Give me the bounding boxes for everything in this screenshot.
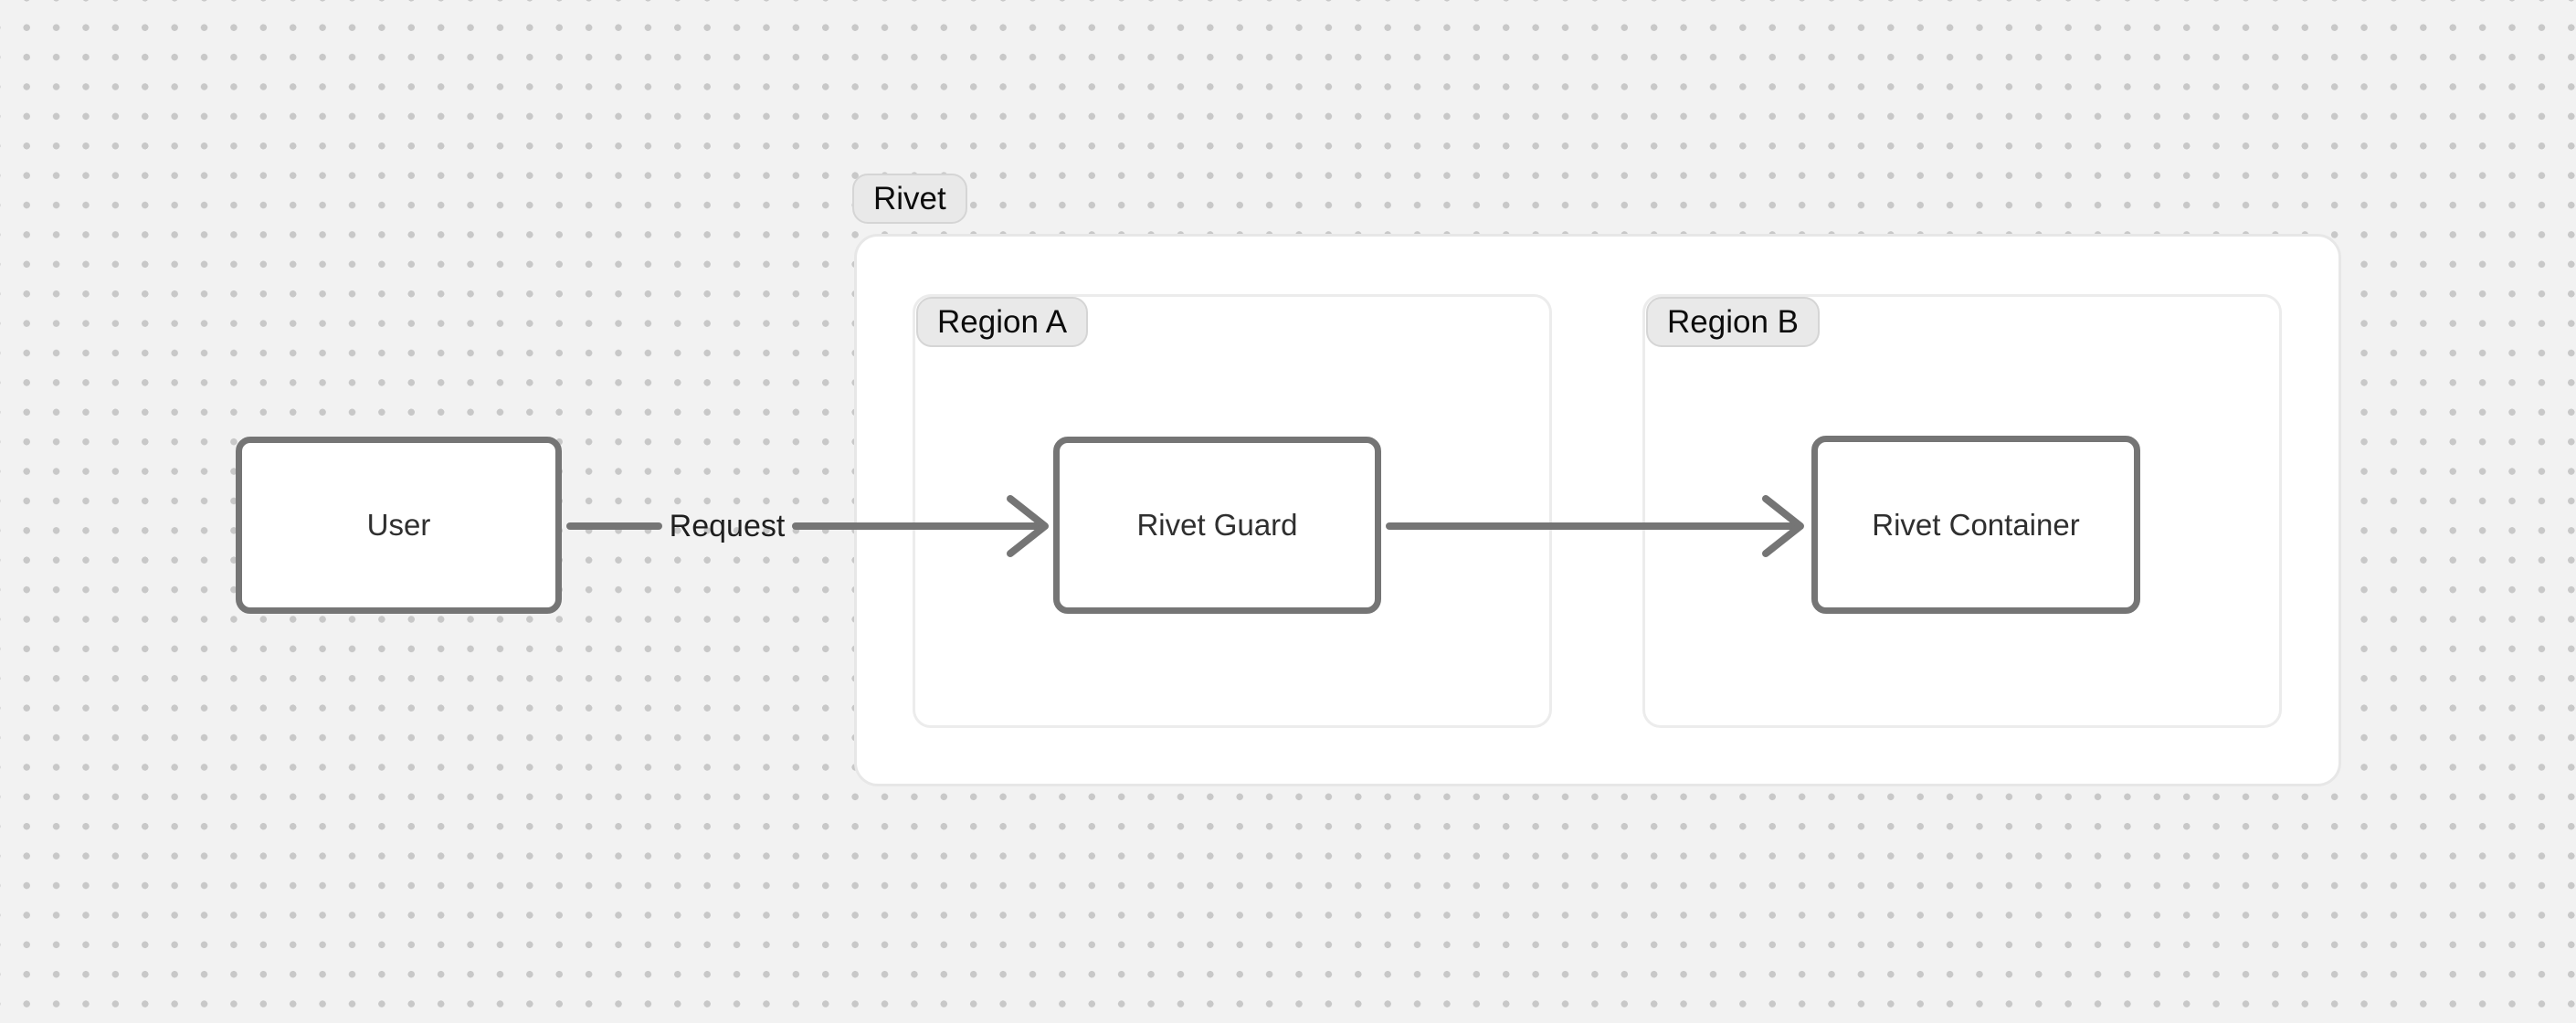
group-label-rivet: Rivet	[852, 174, 967, 224]
node-user-label: User	[366, 508, 431, 542]
node-rivet-container-label: Rivet Container	[1872, 507, 2080, 542]
node-rivet-guard-label: Rivet Guard	[1136, 508, 1298, 542]
node-rivet-guard: Rivet Guard	[1053, 437, 1381, 614]
node-user: User	[236, 437, 562, 614]
group-label-region-b: Region B	[1646, 297, 1820, 347]
group-label-region-a: Region A	[916, 297, 1089, 347]
node-rivet-container: Rivet Container	[1811, 436, 2140, 614]
edge-label-request: Request	[669, 509, 786, 543]
